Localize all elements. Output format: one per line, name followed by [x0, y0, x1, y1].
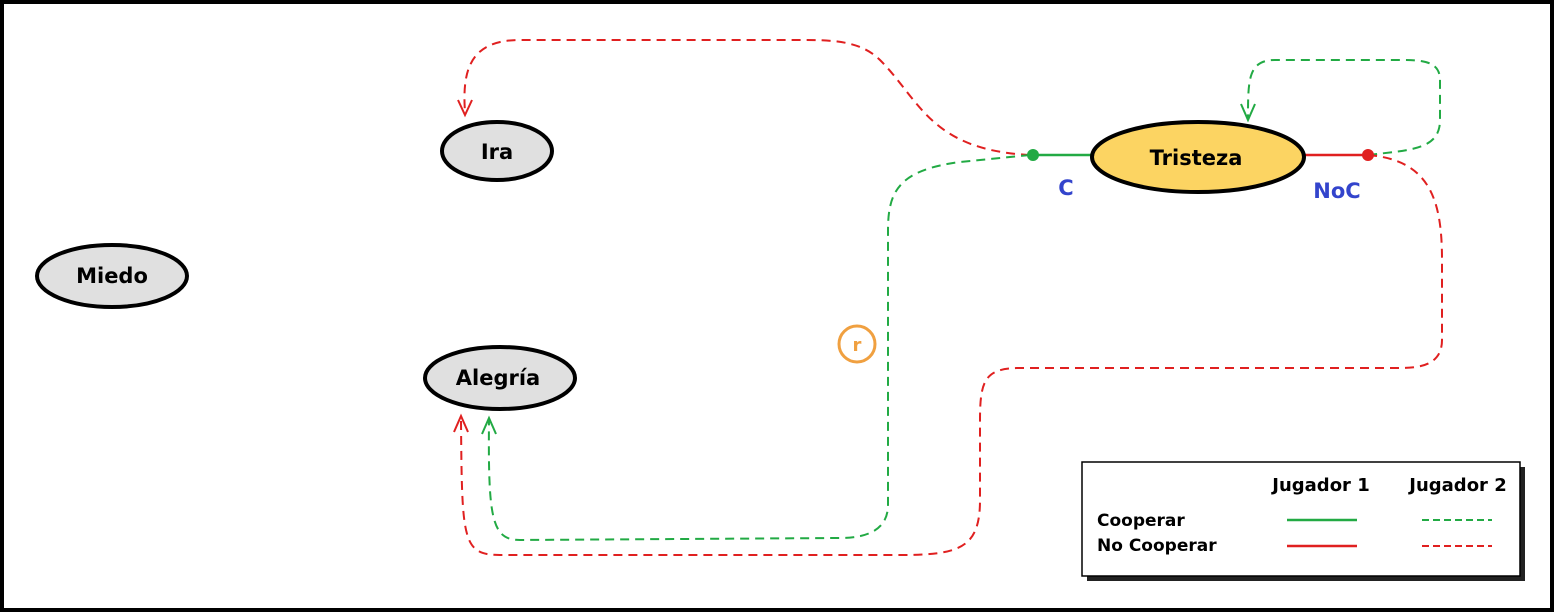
edge-noc-to-tristeza-cooperate [1247, 59, 1441, 156]
arrowhead-alegria-red [453, 413, 469, 433]
decision-point-noc [1362, 149, 1374, 161]
node-tristeza: Tristeza [1090, 120, 1306, 194]
chance-node-r: r [837, 324, 877, 364]
node-miedo: Miedo [35, 243, 189, 309]
node-miedo-label: Miedo [76, 264, 148, 288]
legend-row-cooperate: Cooperar [1097, 511, 1185, 531]
node-ira: Ira [440, 120, 554, 182]
node-alegria: Alegría [423, 345, 577, 411]
action-label-noc: NoC [1313, 179, 1360, 203]
legend-header-player1: Jugador 1 [1270, 475, 1369, 496]
node-ira-label: Ira [481, 140, 513, 164]
edge-noc-to-alegria-no-cooperate [460, 154, 1443, 556]
arrowhead-ira [457, 99, 473, 118]
decision-point-c [1027, 149, 1039, 161]
node-tristeza-label: Tristeza [1150, 146, 1243, 170]
arrowhead-alegria-green [481, 415, 497, 435]
edge-c-to-ira-no-cooperate [463, 39, 1031, 156]
legend-row-no-cooperate: No Cooperar [1097, 536, 1217, 556]
action-label-c: C [1058, 176, 1073, 200]
node-alegria-label: Alegría [456, 366, 540, 390]
legend: Jugador 1 Jugador 2 Cooperar No Cooperar [1081, 461, 1525, 581]
legend-header-player2: Jugador 2 [1407, 475, 1506, 496]
chance-node-r-label: r [853, 335, 862, 356]
arrowhead-tristeza-green [1240, 103, 1256, 123]
edge-c-to-alegria-cooperate [487, 154, 1031, 542]
